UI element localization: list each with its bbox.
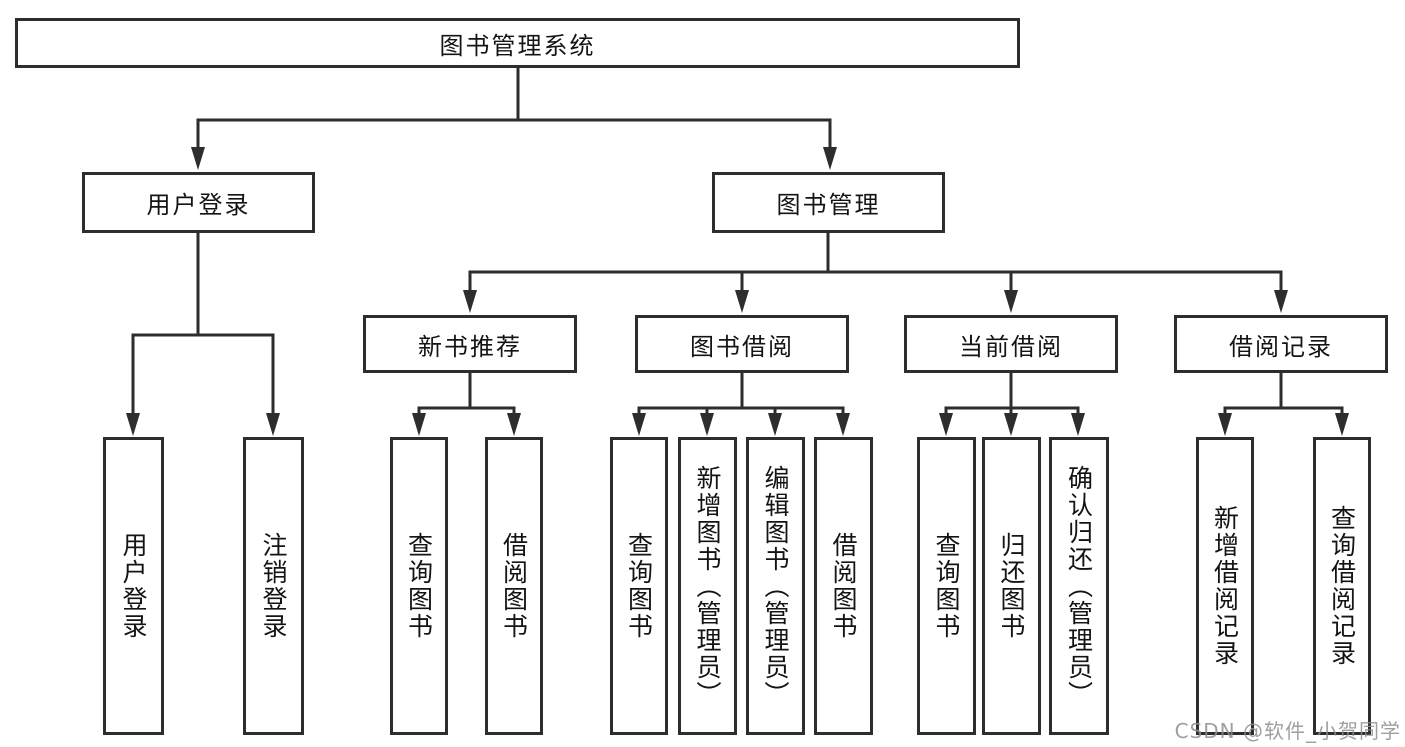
node-book-management: 图书管理 xyxy=(712,172,945,233)
node-book-management-label: 图书管理 xyxy=(776,191,881,219)
node-new-book-recommend: 新书推荐 xyxy=(363,315,577,373)
connector-book-borrow-to-leaves xyxy=(632,373,850,436)
node-root-label: 图书管理系统 xyxy=(439,31,596,60)
connector-book-management-to-level3 xyxy=(463,233,1288,313)
leaf-cb-confirm-return-label: 确认归还（管理员） xyxy=(1064,464,1094,708)
connector-new-book-recommend-to-leaves xyxy=(412,373,521,436)
node-user-login: 用户登录 xyxy=(82,172,315,233)
leaf-rec-query-books: 查询图书 xyxy=(390,437,448,735)
node-book-borrow-label: 图书借阅 xyxy=(690,332,794,361)
node-borrow-records: 借阅记录 xyxy=(1174,315,1388,373)
leaf-cb-confirm-return: 确认归还（管理员） xyxy=(1049,437,1109,735)
connector-root-to-level2 xyxy=(191,68,837,170)
leaf-user-login-label: 用户登录 xyxy=(119,532,148,640)
node-book-borrow: 图书借阅 xyxy=(635,315,849,373)
leaf-cb-return-books: 归还图书 xyxy=(982,437,1041,735)
leaf-rec-borrow-books-label: 借阅图书 xyxy=(499,532,529,640)
leaf-bb-edit-books: 编辑图书（管理员） xyxy=(746,437,805,735)
connector-current-borrow-to-leaves xyxy=(939,373,1085,436)
leaf-br-add-records-label: 新增借阅记录 xyxy=(1210,505,1240,667)
node-current-borrow: 当前借阅 xyxy=(904,315,1118,373)
leaf-bb-add-books: 新增图书（管理员） xyxy=(678,437,737,735)
leaf-bb-borrow-books: 借阅图书 xyxy=(814,437,873,735)
node-new-book-recommend-label: 新书推荐 xyxy=(418,332,522,361)
node-root: 图书管理系统 xyxy=(15,18,1020,68)
leaf-rec-borrow-books: 借阅图书 xyxy=(485,437,543,735)
node-user-login-label: 用户登录 xyxy=(146,191,251,219)
node-borrow-records-label: 借阅记录 xyxy=(1229,332,1333,361)
leaf-cb-return-books-label: 归还图书 xyxy=(997,532,1026,640)
leaf-cb-query-books: 查询图书 xyxy=(917,437,976,735)
leaf-rec-query-books-label: 查询图书 xyxy=(404,532,434,640)
leaf-br-query-records-label: 查询借阅记录 xyxy=(1327,505,1357,667)
leaf-cb-query-books-label: 查询图书 xyxy=(932,532,961,640)
csdn-watermark: CSDN @软件_小贺同学 xyxy=(1174,719,1401,743)
leaf-bb-add-books-label: 新增图书（管理员） xyxy=(693,464,722,708)
leaf-br-query-records: 查询借阅记录 xyxy=(1313,437,1371,735)
connector-user-login-to-leaves xyxy=(126,233,280,436)
leaf-bb-query-books: 查询图书 xyxy=(610,437,668,735)
leaf-bb-query-books-label: 查询图书 xyxy=(624,532,654,640)
leaf-bb-edit-books-label: 编辑图书（管理员） xyxy=(761,464,790,708)
leaf-logout: 注销登录 xyxy=(243,437,304,735)
leaf-br-add-records: 新增借阅记录 xyxy=(1196,437,1254,735)
connector-borrow-records-to-leaves xyxy=(1218,373,1349,436)
leaf-logout-label: 注销登录 xyxy=(259,532,288,640)
node-current-borrow-label: 当前借阅 xyxy=(959,332,1063,361)
leaf-bb-borrow-books-label: 借阅图书 xyxy=(829,532,858,640)
leaf-user-login: 用户登录 xyxy=(103,437,164,735)
